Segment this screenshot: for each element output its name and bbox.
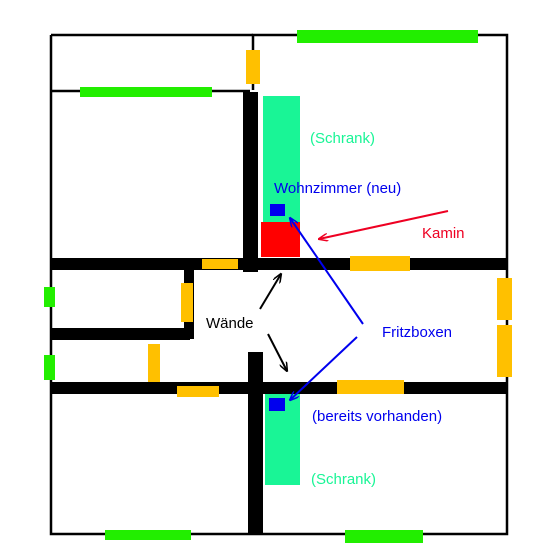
- label-waende: Wände: [206, 315, 254, 332]
- arrow-fritzbox-new: [290, 218, 364, 325]
- door: [497, 278, 512, 320]
- window: [345, 530, 423, 543]
- cabinet-top: [263, 96, 300, 224]
- door: [337, 380, 404, 394]
- door: [181, 283, 193, 322]
- label-schrank-top: (Schrank): [310, 130, 375, 147]
- wall-horizontal-lower: [50, 382, 508, 394]
- fritzbox-new: [270, 204, 285, 216]
- door: [497, 325, 512, 377]
- label-schrank-bottom: (Schrank): [311, 471, 376, 488]
- label-fritzboxen: Fritzboxen: [382, 324, 452, 341]
- window: [44, 287, 55, 307]
- fireplace: [261, 222, 300, 257]
- window: [44, 355, 55, 380]
- fritzbox-existing: [269, 398, 285, 411]
- door: [350, 256, 410, 271]
- door: [177, 386, 219, 397]
- wall-horizontal-middle: [50, 258, 508, 270]
- label-bereits-vorhanden: (bereits vorhanden): [312, 408, 442, 425]
- door: [246, 50, 260, 84]
- wall-vertical-lower: [248, 352, 263, 535]
- label-wohnzimmer: Wohnzimmer (neu): [274, 180, 401, 197]
- arrow-fritzbox-existing: [290, 336, 358, 400]
- door: [148, 344, 160, 382]
- arrow-wall-upper: [259, 274, 281, 310]
- arrow-kamin: [319, 210, 449, 239]
- wall-horizontal-small: [50, 328, 190, 340]
- wall-vertical-upper: [243, 92, 258, 272]
- windows: [44, 30, 478, 543]
- arrow-wall-lower: [267, 333, 287, 371]
- window: [105, 530, 191, 540]
- window: [297, 30, 478, 43]
- label-kamin: Kamin: [422, 225, 465, 242]
- doors: [148, 50, 512, 397]
- window: [80, 87, 212, 97]
- door: [202, 259, 238, 269]
